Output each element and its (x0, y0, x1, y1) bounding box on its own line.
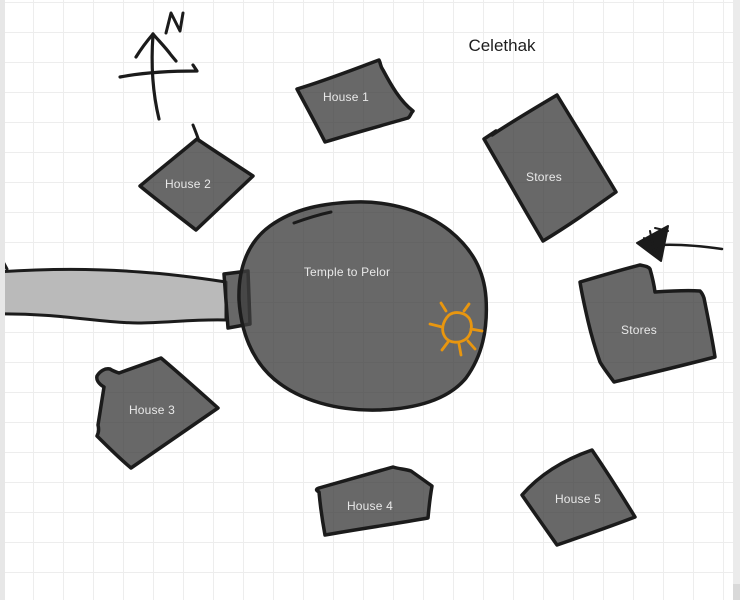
label-house1[interactable]: House 1 (322, 90, 370, 104)
building-temple[interactable] (237, 200, 489, 412)
house2-tail-stroke (191, 123, 201, 143)
label-house4[interactable]: House 4 (346, 499, 394, 513)
label-temple[interactable]: Temple to Pelor (303, 265, 391, 279)
building-house4[interactable] (314, 465, 434, 537)
building-stores-east[interactable] (578, 263, 717, 384)
canvas-left-edge (0, 0, 5, 600)
canvas-right-edge (733, 0, 740, 600)
building-stores-north[interactable] (482, 93, 618, 243)
sun-icon[interactable] (428, 301, 484, 357)
west-arrow-icon[interactable] (636, 225, 724, 262)
building-house5[interactable] (520, 448, 637, 547)
label-house3[interactable]: House 3 (128, 403, 176, 417)
building-house3[interactable] (95, 356, 220, 470)
map-title[interactable]: Celethak (468, 36, 536, 55)
label-house2[interactable]: House 2 (164, 177, 212, 191)
label-stores-east[interactable]: Stores (621, 323, 657, 337)
building-house2[interactable] (138, 137, 255, 232)
road-west[interactable] (0, 267, 228, 325)
label-house5[interactable]: House 5 (554, 492, 602, 506)
compass-n-glyph (164, 11, 185, 35)
canvas-corner (733, 584, 740, 600)
compass-north-icon[interactable] (118, 11, 199, 121)
building-house1[interactable] (295, 58, 415, 144)
label-stores-north[interactable]: Stores (526, 170, 562, 184)
temple-extra-stroke (292, 210, 333, 225)
